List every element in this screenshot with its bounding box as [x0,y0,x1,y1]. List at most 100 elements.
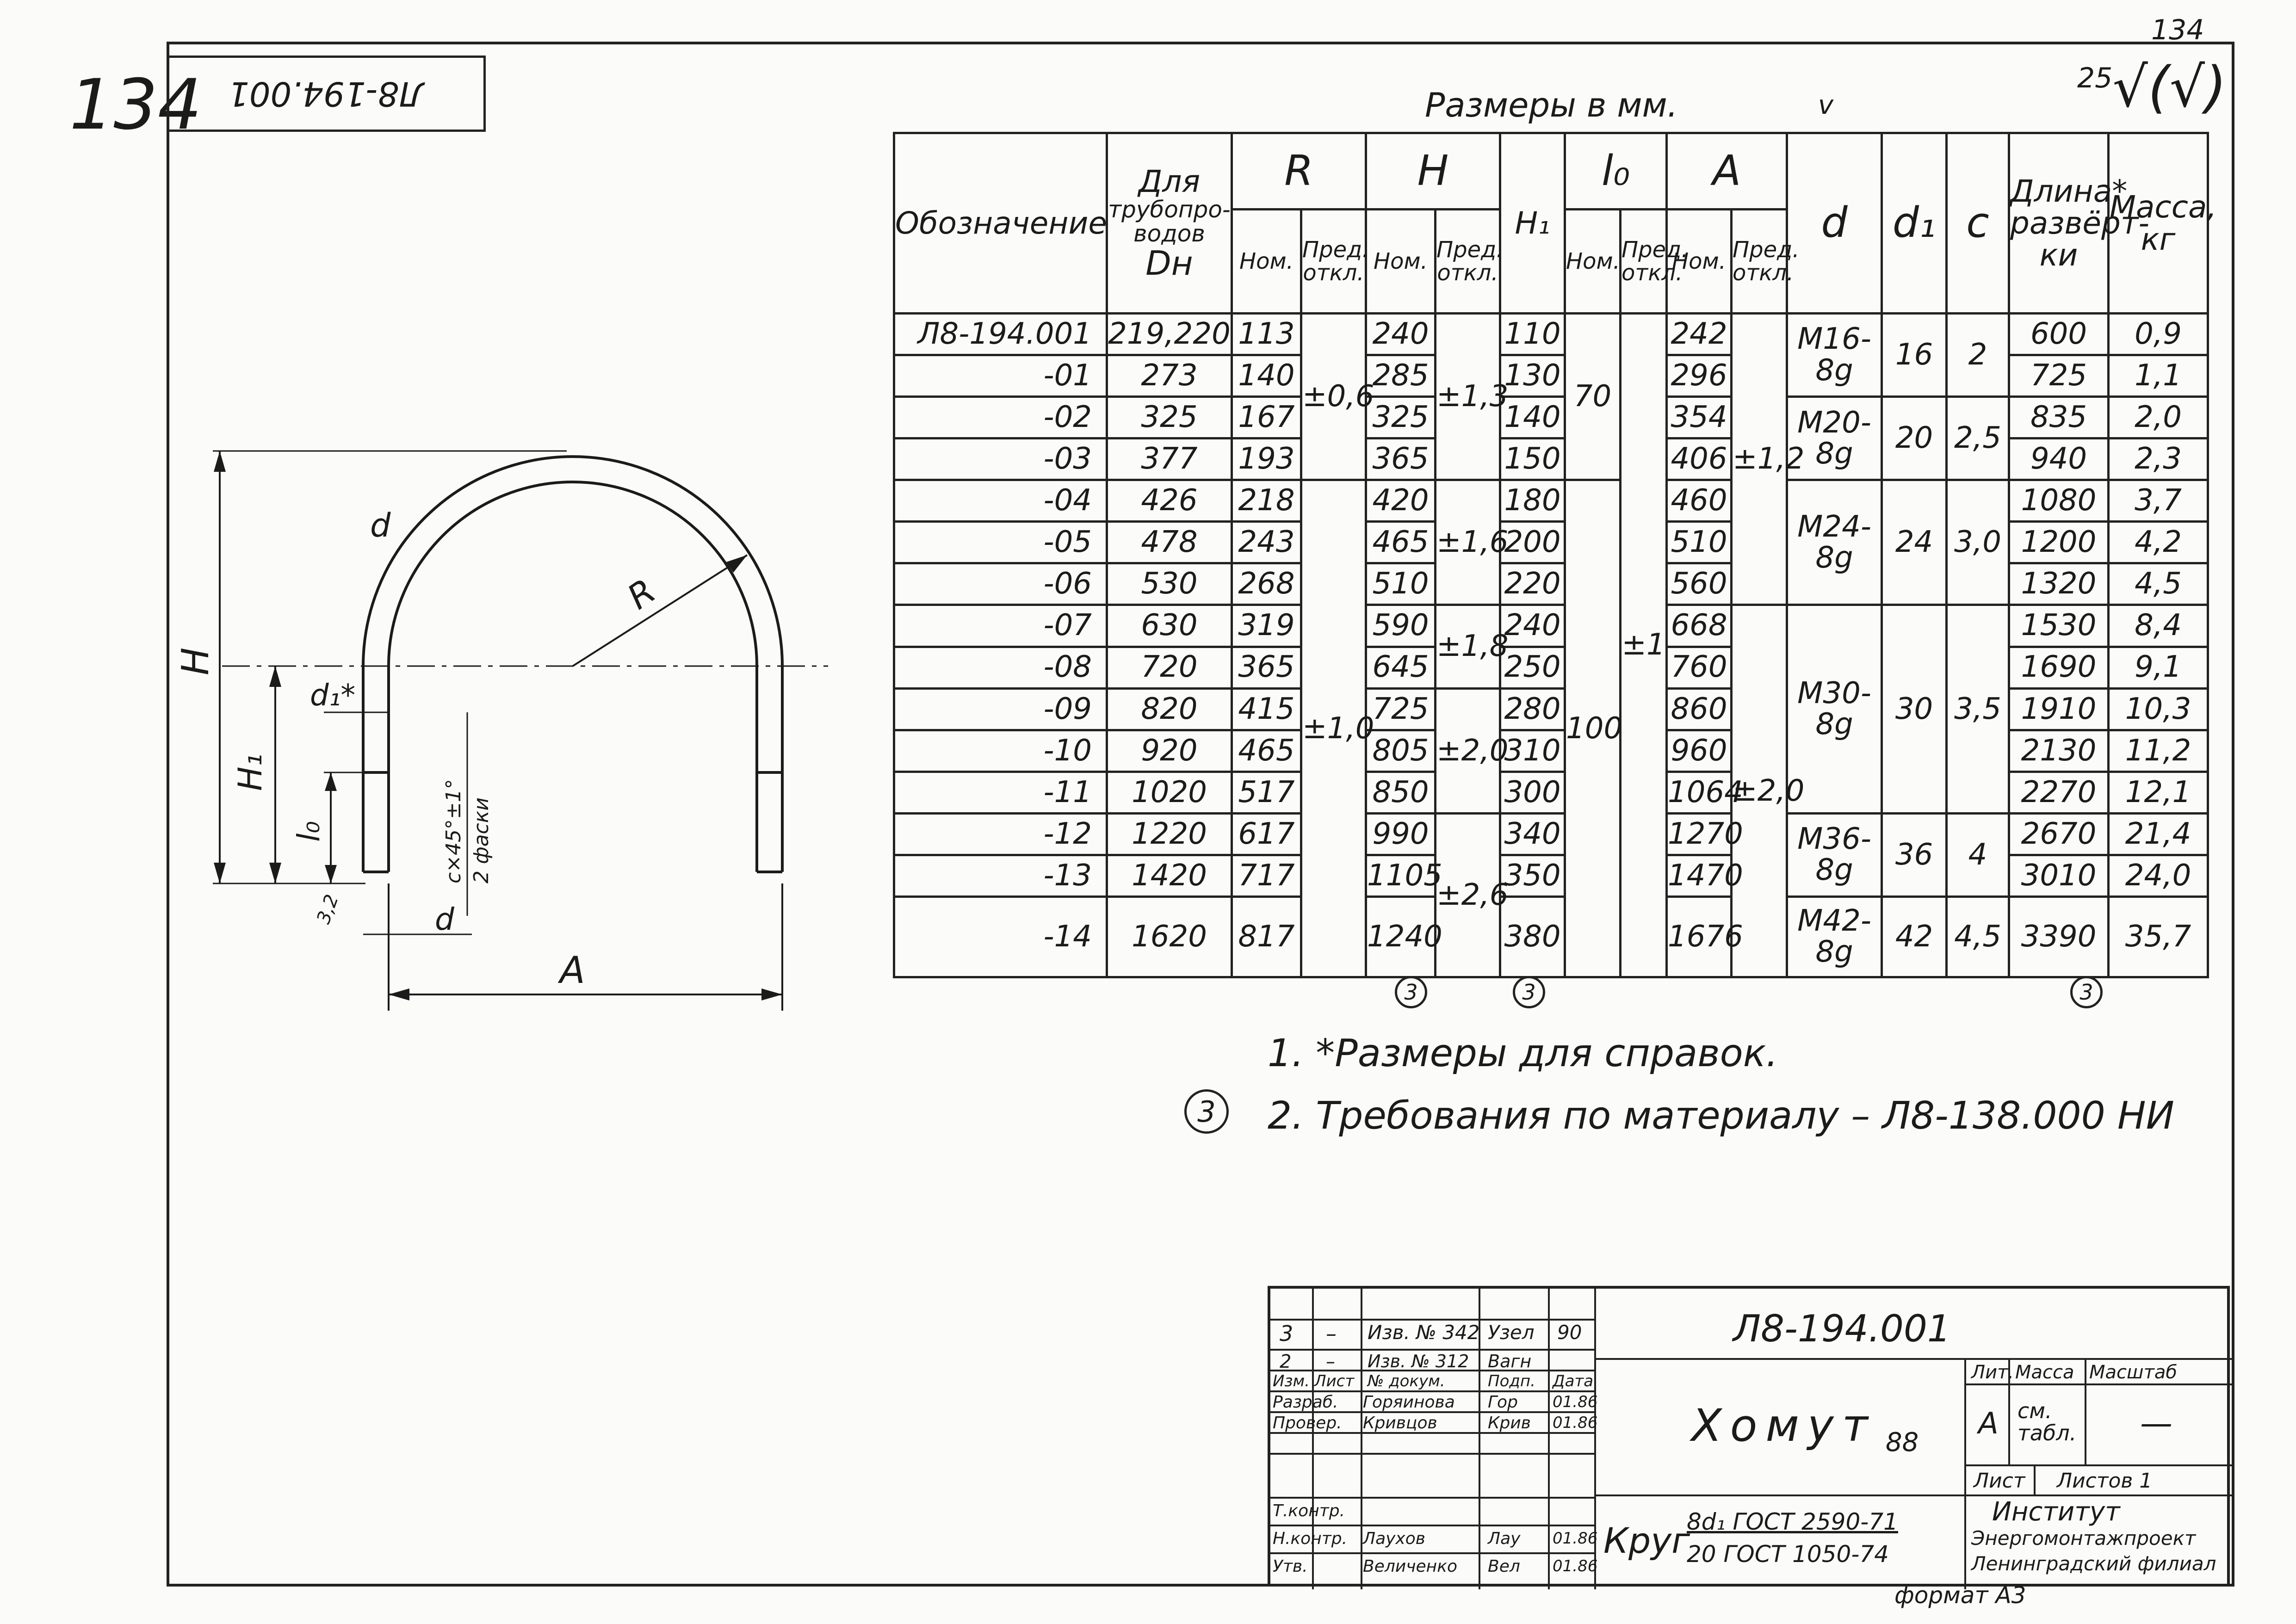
arrow-H-bottom [214,863,226,883]
cell-mass: 2,3 [2107,437,2209,482]
header-A-tol: Пред. откл. [1730,208,1800,315]
cell-r: 140 [1231,354,1302,398]
label-d-top: d [370,506,391,544]
staff-date: 01.86 [1553,1393,1598,1411]
header-A-nom: Ном. [1665,208,1733,315]
cell-h: 285 [1365,354,1437,398]
cell-length: 1080 [2008,479,2110,523]
cell-h: 1240 [1365,895,1442,979]
cell-h1: 220 [1499,562,1566,606]
cell-h1: 280 [1499,687,1566,731]
cell-thread-d: M24-8g [1786,479,1883,606]
cell-a-tol: ±2,0 [1730,604,1804,978]
cell-r: 465 [1231,729,1302,773]
cell-mass: 4,5 [2107,562,2209,606]
cell-thread-d1: 42 [1881,895,1948,979]
cell-length: 835 [2008,395,2110,440]
tb-divider [1548,1289,1550,1589]
cell-h-tol: ±1,8 [1434,604,1508,690]
table-row: -13 1420 717 1105 350 1470 3010 24,0 [893,853,2209,898]
cell-thread-c: 2,5 [1945,395,2011,482]
cell-h1: 350 [1499,853,1566,898]
label-A: A [557,949,585,992]
cell-dn: 530 [1106,562,1233,606]
cell-thread-d1: 30 [1881,604,1948,815]
cell-designation: -07 [893,604,1108,648]
reversed-stamp-text: Л8-194.001 [228,74,424,113]
cell-designation: -02 [893,395,1108,440]
dimension-line-A [388,883,783,1011]
cell-h: 850 [1365,770,1437,815]
cell-h1: 380 [1499,895,1566,979]
tb-divider [1594,1358,2233,1360]
cell-thread-d: M30-8g [1786,604,1883,815]
tb-divider [1270,1453,1594,1455]
cell-a: 406 [1665,437,1733,482]
table-row: -06 530 268 510 220 560 1320 4,5 [893,562,2209,606]
material-prefix: Круг [1603,1520,1690,1561]
header-H1: H₁ [1499,132,1566,315]
label-H1: H₁ [231,753,269,791]
arrow-H1-top [269,666,281,687]
cell-h1: 110 [1499,312,1566,357]
cell-dn: 426 [1106,479,1233,523]
cell-r-tol: ±0,6 [1300,312,1374,482]
staff-sign: Крив [1488,1414,1531,1433]
staff-date: 01.86 [1553,1557,1598,1575]
header-pipe-dn-symbol: Dн [1145,243,1193,283]
tb-divider [1594,1289,1596,1589]
dimension-table: Обозначение Для трубопро- водов Dн R H H… [893,132,2216,979]
header-R: R [1230,132,1368,210]
u-bolt-drawing: H H₁ l₀ d d₁* R A d c×45°±1° 2 фаски 3,2 [176,450,828,1011]
cell-h1: 310 [1499,729,1566,773]
cell-r-tol: ±1,0 [1300,479,1374,978]
roughness-check-icon: √(√) [2112,56,2227,120]
cell-designation: -12 [893,812,1108,856]
roughness-symbol: 25√(√) [2077,56,2227,120]
cell-dn: 1020 [1106,770,1233,815]
tb-divider [2085,1358,2086,1464]
mass-header: Масса [2015,1362,2074,1383]
cell-thread-d1: 36 [1881,812,1948,898]
cell-thread-c: 4 [1945,812,2011,898]
header-l0-nom: Ном. [1564,208,1622,315]
material-line-2: 20 ГОСТ 1050-74 [1687,1541,1889,1568]
cell-mass: 9,1 [2107,645,2209,690]
header-R-nom: Ном. [1231,208,1302,315]
cell-r: 167 [1231,395,1302,440]
tb-divider [1479,1289,1480,1589]
cell-a: 510 [1665,520,1733,565]
scale-value: — [2140,1404,2172,1442]
cell-designation: -03 [893,437,1108,482]
tb-divider [1312,1289,1314,1589]
cell-thread-d: M36-8g [1786,812,1883,898]
rev-header-sign: Подп. [1488,1372,1535,1390]
cell-length: 1690 [2008,645,2110,690]
cell-length: 1320 [2008,562,2110,606]
reversed-stamp-box: Л8-194.001 [167,56,486,132]
cell-a: 668 [1665,604,1733,648]
staff-date: 01.86 [1553,1529,1598,1548]
cell-thread-d: M20-8g [1786,395,1883,482]
tb-divider [1270,1525,1594,1526]
cell-mass: 11,2 [2107,729,2209,773]
drawing-frame [167,42,2234,1587]
cell-length: 940 [2008,437,2110,482]
cell-r: 268 [1231,562,1302,606]
label-d1: d₁* [310,679,355,713]
rev-header-list: Лист [1314,1372,1355,1390]
cell-length: 600 [2008,312,2110,357]
sheet-label: Лист [1974,1469,2025,1493]
cell-a: 354 [1665,395,1733,440]
rev-sign: Узел [1488,1321,1535,1344]
mass-value: см. табл. [2018,1398,2077,1446]
tb-divider [2034,1464,2036,1494]
cell-designation: Л8-194.001 [893,312,1108,357]
header-H-tol: Пред. откл. [1434,208,1504,315]
cell-h: 420 [1365,479,1437,523]
cell-h: 510 [1365,562,1437,606]
note-revision-mark: 3 [1184,1089,1229,1134]
cell-dn: 1420 [1106,853,1233,898]
cell-h: 325 [1365,395,1437,440]
doc-number: Л8-194.001 [1733,1307,1951,1350]
